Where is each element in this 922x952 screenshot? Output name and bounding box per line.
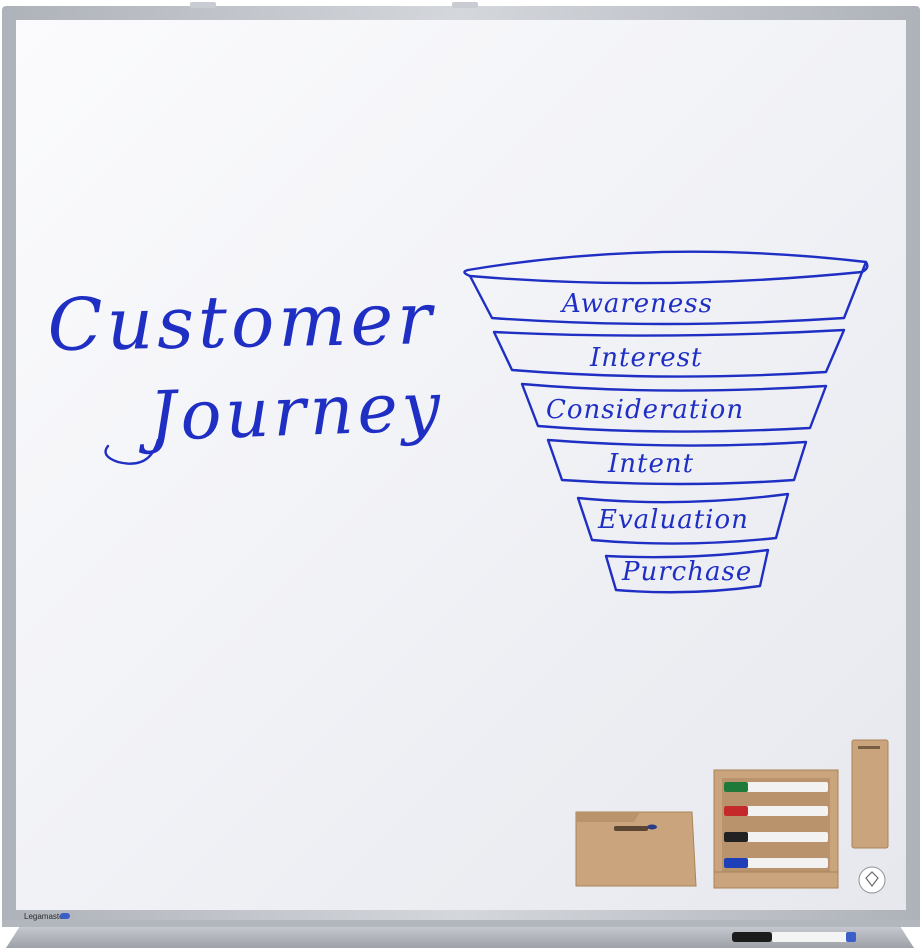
funnel-band-3 — [520, 382, 828, 433]
funnel-stage-evaluation: Evaluation — [597, 505, 749, 535]
funnel-band-6 — [604, 548, 770, 594]
tray-marker[interactable] — [732, 932, 856, 942]
magnetic-eraser[interactable] — [575, 811, 697, 887]
funnel-band-4 — [546, 438, 808, 486]
heading-journey: Journey — [136, 368, 446, 458]
tray-lip — [2, 920, 920, 927]
board-surface — [16, 20, 906, 910]
brand-label: Legamaster — [24, 912, 67, 921]
frame-clip-right — [452, 2, 478, 8]
heading-customer: Customer — [47, 276, 436, 367]
brand-badge: Legamaster — [24, 912, 70, 921]
funnel-stage-consideration: Consideration — [546, 395, 744, 425]
frame-clip-left — [190, 2, 216, 8]
card-holder[interactable] — [851, 739, 889, 849]
marker-black[interactable] — [724, 832, 828, 842]
marker-holder — [713, 769, 839, 889]
quality-seal-icon — [858, 866, 886, 894]
marker-green[interactable] — [724, 782, 828, 792]
funnel-stage-purchase: Purchase — [621, 557, 752, 587]
funnel-stage-interest: Interest — [589, 343, 702, 373]
marker-blue[interactable] — [724, 858, 828, 868]
funnel-stage-awareness: Awareness — [560, 289, 713, 319]
funnel-band-1 — [468, 261, 868, 326]
funnel-band-2 — [492, 328, 846, 378]
pen-tray — [6, 926, 914, 948]
funnel: Awareness Interest Consideration Intent … — [463, 250, 869, 594]
marker-red[interactable] — [724, 806, 828, 816]
funnel-band-5 — [576, 492, 790, 545]
heading-j-tail — [104, 438, 160, 465]
funnel-stage-intent: Intent — [607, 449, 694, 479]
